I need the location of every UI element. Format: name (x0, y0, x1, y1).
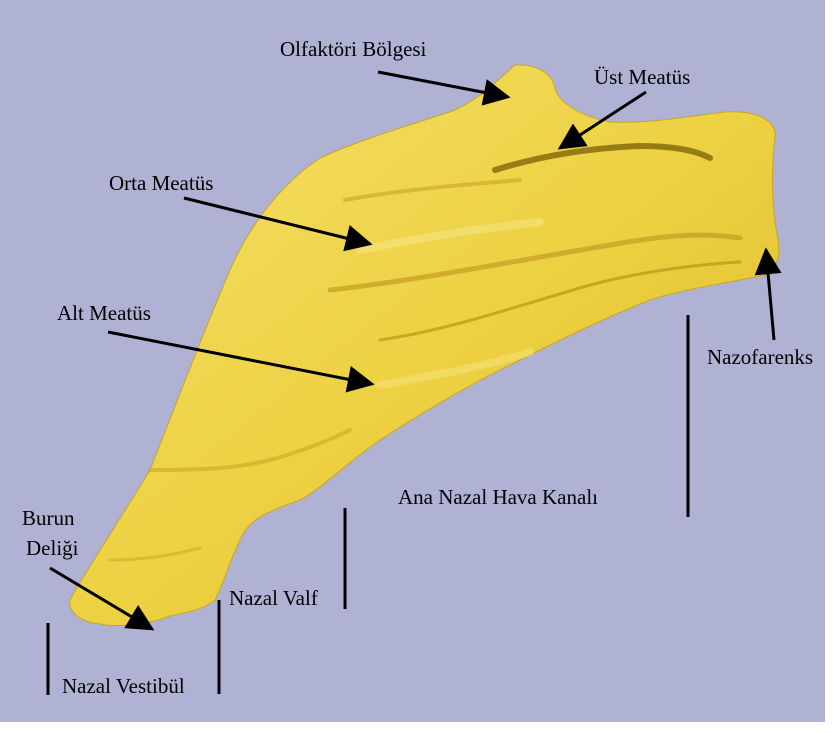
nostril-label-line1: Burun (22, 506, 75, 530)
superior-meatus-label: Üst Meatüs (594, 65, 690, 89)
nasal-valve-label: Nazal Valf (229, 586, 318, 610)
nostril-label-line2: Deliği (26, 536, 79, 560)
main-airway-label: Ana Nazal Hava Kanalı (398, 485, 598, 509)
olfactory-region-label: Olfaktöri Bölgesi (280, 37, 427, 61)
nasopharynx-label: Nazofarenks (707, 345, 813, 369)
nasal-vestibule-label: Nazal Vestibül (62, 674, 185, 698)
middle-meatus-label: Orta Meatüs (109, 171, 213, 195)
inferior-meatus-label: Alt Meatüs (57, 301, 151, 325)
